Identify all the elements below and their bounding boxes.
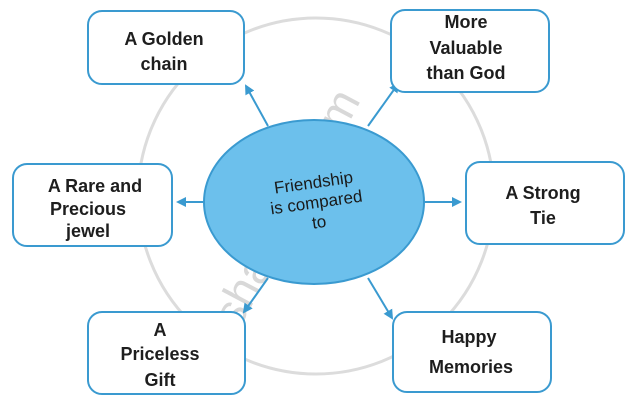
arrows <box>176 82 462 320</box>
node-label-line: than God <box>427 63 506 83</box>
node-box <box>392 311 552 393</box>
node-label-line: Precious <box>50 199 126 219</box>
node-label-line: Gift <box>145 370 176 390</box>
node-label-line: A Strong <box>505 183 580 203</box>
node-box <box>12 163 173 247</box>
node-label-line: jewel <box>65 221 110 241</box>
node-label-line: A <box>154 320 167 340</box>
node-label-line: Valuable <box>429 38 502 58</box>
arrow-more-valuable <box>367 82 400 127</box>
node-label-line: Priceless <box>120 344 199 364</box>
node-happy-memories: Happy Memories <box>392 311 552 393</box>
node-label-line: A Golden <box>124 29 203 49</box>
center-ellipse <box>203 119 425 285</box>
node-strong-tie: A Strong Tie <box>465 161 625 245</box>
node-label-line: Memories <box>429 357 513 377</box>
node-label-line: chain <box>140 54 187 74</box>
node-label-line: A Rare and <box>48 176 142 196</box>
node-box <box>390 9 550 93</box>
center-line-3: to <box>311 212 328 233</box>
node-box <box>87 10 245 85</box>
node-rare-jewel: A Rare and Precious jewel <box>12 163 173 247</box>
center-node: Friendship is compared to <box>203 119 425 285</box>
node-priceless-gift: A Priceless Gift <box>87 311 246 395</box>
arrow-golden-chain <box>245 84 269 127</box>
node-golden-chain: A Golden chain <box>87 10 245 85</box>
arrow-happy-memories <box>367 277 394 320</box>
node-label-line: Tie <box>530 208 556 228</box>
node-label-line: Happy <box>441 327 496 347</box>
arrow-priceless-gift <box>242 277 269 314</box>
node-label-line: More <box>444 12 487 32</box>
node-box <box>87 311 246 395</box>
node-box <box>465 161 625 245</box>
node-more-valuable: More Valuable than God <box>390 9 550 93</box>
